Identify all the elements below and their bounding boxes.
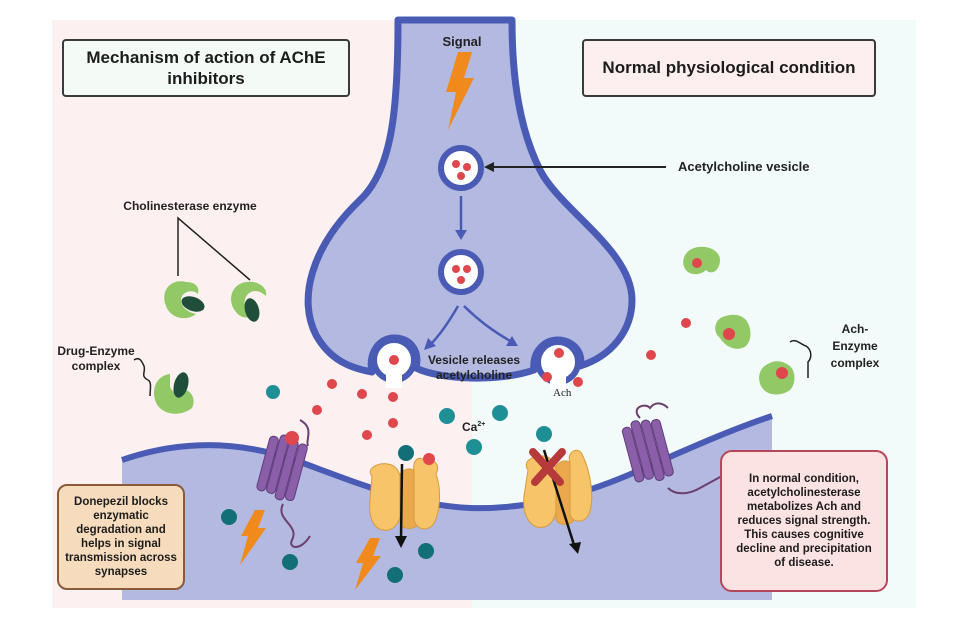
ion-flow-arrow (399, 463, 404, 541)
ach-molecule (554, 348, 564, 358)
calcium-ion (266, 385, 280, 399)
calcium-label: Ca2+ (462, 420, 485, 434)
cleft-ach-molecules (312, 318, 691, 440)
left-panel-title: Mechanism of action of AChE inhibitors (62, 39, 350, 97)
ach-enzyme-label: Ach- (842, 322, 869, 336)
ach-molecule (681, 318, 691, 328)
receptor-left (256, 434, 308, 502)
receptor-right-tail (635, 402, 669, 419)
receptor-right (621, 418, 674, 483)
signal-bolt-icon (355, 538, 381, 590)
vesicle-opening-left (386, 372, 402, 388)
ion-channel-open (369, 457, 440, 531)
calcium-ions (221, 385, 552, 583)
postsynaptic-membrane (121, 413, 773, 512)
ach-molecule (452, 265, 460, 273)
ach-enzyme-complex (715, 314, 751, 349)
calcium-ion (492, 405, 508, 421)
receptor-right-tail (667, 475, 723, 495)
signal-bolt-icon (446, 52, 474, 130)
drug-enzyme-label: Drug-Enzyme (57, 344, 135, 358)
ach-molecule (463, 265, 471, 273)
release-arrow-left (429, 305, 460, 346)
ach-molecule (389, 355, 399, 365)
transport-arrowhead (455, 230, 467, 240)
release-arrow-right (463, 305, 513, 344)
vesicle-releases-label-line2: acetylcholine (436, 368, 512, 382)
calcium-ion (466, 439, 482, 455)
cholinesterase-enzyme (231, 281, 267, 322)
calcium-label-text: Ca (462, 420, 478, 434)
ach-molecule (312, 405, 322, 415)
docking-vesicle (438, 249, 484, 295)
cholinesterase-enzyme-label: Cholinesterase enzyme (123, 199, 257, 213)
receptor-left-tail (280, 503, 311, 548)
ach-molecule (327, 379, 337, 389)
bound-ach-molecule (423, 453, 435, 465)
drug-enzyme-label-line2: complex (72, 359, 121, 373)
normal-condition-note: In normal condition, acetylcholinesteras… (720, 450, 888, 592)
acetylcholine-vesicle-label: Acetylcholine vesicle (678, 159, 810, 174)
calcium-ion (398, 445, 414, 461)
signal-label: Signal (442, 34, 481, 49)
calcium-ion (221, 509, 237, 525)
release-arrowhead-left (424, 338, 436, 350)
donepezil-note: Donepezil blocks enzymatic degradation a… (57, 484, 185, 590)
ach-label: Ach (553, 387, 572, 399)
ach-molecule (573, 377, 583, 387)
enzyme-pointer-lines (177, 216, 251, 281)
bound-ach-molecule (285, 431, 299, 445)
ach-enzyme-label-line3: complex (831, 356, 880, 370)
calcium-ion (282, 554, 298, 570)
calcium-ion (418, 543, 434, 559)
vesicle-opening-right (550, 374, 566, 390)
ach-molecule (463, 163, 471, 171)
ach-molecule (542, 372, 552, 382)
ach-molecule (388, 392, 398, 402)
block-x-icon (529, 448, 566, 486)
ach-enzyme-label-line2: Enzyme (832, 339, 878, 353)
vesicle-releases-label: Vesicle releases (428, 353, 520, 367)
ach-molecule (388, 418, 398, 428)
release-arrowhead-right (506, 336, 518, 346)
acetylcholine-vesicle (438, 145, 484, 191)
calcium-ion (439, 408, 455, 424)
receptor-left-tail (299, 419, 310, 447)
ach-molecule (452, 160, 460, 168)
ach-molecule (457, 172, 465, 180)
ach-enzyme-bracket (789, 339, 812, 378)
signal-bolt-icon (240, 510, 266, 565)
calcium-charge: 2+ (477, 421, 485, 428)
calcium-ion (536, 426, 552, 442)
presynaptic-terminal (304, 16, 636, 382)
calcium-ion (387, 567, 403, 583)
ach-molecule (646, 350, 656, 360)
drug-enzyme-bracket (133, 357, 152, 397)
ach-enzyme-complex (759, 361, 795, 395)
drug-enzyme-complex (154, 372, 194, 414)
ion-flow-arrowhead (395, 536, 407, 548)
vesicle-pointer-arrowhead (484, 162, 494, 172)
ach-molecule (362, 430, 372, 440)
ach-molecule (357, 389, 367, 399)
ion-flow-arrowhead-blocked (569, 542, 581, 554)
ach-enzyme-complex (683, 246, 720, 275)
right-panel-title: Normal physiological condition (582, 39, 876, 97)
cholinesterase-enzyme (164, 281, 205, 319)
ach-molecule (457, 276, 465, 284)
